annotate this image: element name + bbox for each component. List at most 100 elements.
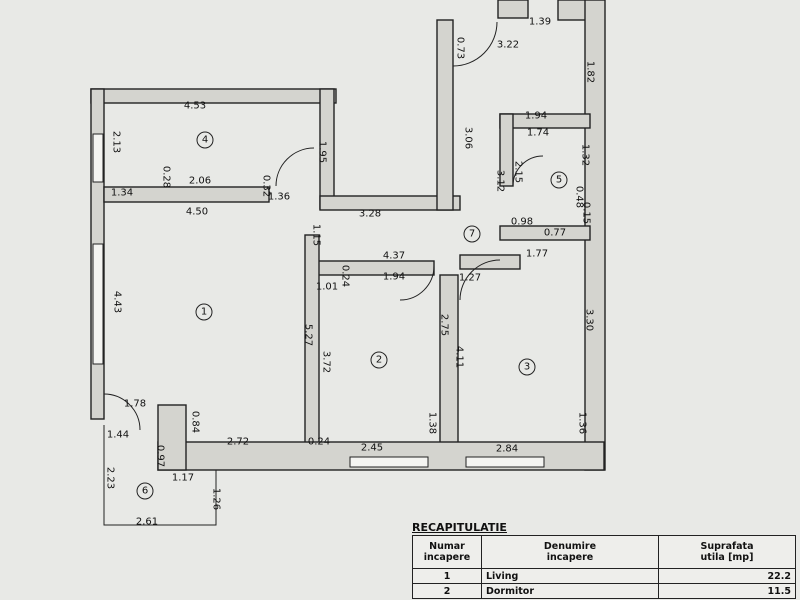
dimension-label: 0.24	[308, 437, 330, 448]
dimension-label: 1.38	[427, 412, 438, 434]
room-number-marker: 1	[195, 303, 213, 321]
door-swing	[512, 155, 544, 187]
balcony-outline	[103, 425, 217, 526]
dimension-label: 1.94	[383, 272, 405, 283]
room-circle	[196, 131, 214, 149]
recap-header-row: Numar incapere Denumire incapere Suprafa…	[412, 535, 796, 569]
row-number: 2	[412, 583, 482, 599]
balcony	[103, 425, 217, 526]
dimension-label: 3.28	[359, 209, 381, 220]
wall-segment	[103, 186, 270, 203]
dimension-label: 3.12	[495, 170, 506, 192]
room-circle	[463, 225, 481, 243]
dimension-label: 0.28	[161, 166, 172, 188]
dimension-label: 0.97	[155, 445, 166, 467]
dimension-label: 2.06	[189, 176, 211, 187]
dimension-label: 1.95	[317, 141, 328, 163]
room-number: 5	[556, 175, 562, 186]
room-number: 4	[202, 135, 208, 146]
dimension-label: 2.84	[496, 444, 518, 455]
dimension-label: 0.32	[261, 175, 272, 197]
door-swing	[459, 259, 501, 301]
dimension-label: 1.82	[585, 61, 596, 83]
dimension-label: 2.72	[227, 437, 249, 448]
dimension-label: 4.50	[186, 207, 208, 218]
header-area-line2: utila [mp]	[700, 552, 754, 563]
dimension-label: 0.24	[340, 265, 351, 287]
dimension-label: 1.26	[211, 488, 222, 510]
door-swing	[103, 393, 141, 431]
wall-segment	[319, 195, 461, 211]
header-number-line1: Numar	[429, 541, 465, 552]
dimension-label: 1.74	[527, 128, 549, 139]
header-number-line2: incapere	[423, 552, 471, 563]
dimension-label: 0.48	[574, 186, 585, 208]
dimension-label: 4.11	[454, 346, 465, 368]
dimension-label: 1.78	[124, 399, 146, 410]
room-circle	[370, 351, 388, 369]
recap-title: RECAPITULATIE	[412, 521, 507, 534]
room-number-marker: 4	[196, 131, 214, 149]
header-name-line1: Denumire	[543, 541, 597, 552]
recap-header-name: Denumire incapere	[481, 535, 659, 569]
dimension-label: 4.37	[383, 251, 405, 262]
table-row: 2 Dormitor 11.5	[412, 583, 796, 599]
dimension-label: 5.27	[303, 324, 314, 346]
dimension-label: 1.17	[172, 473, 194, 484]
dimension-label: 3.22	[497, 40, 519, 51]
room-number-marker: 2	[370, 351, 388, 369]
dimension-label: 1.44	[107, 430, 129, 441]
door-swing	[275, 147, 315, 187]
wall-segment	[499, 225, 591, 241]
dimension-label: 1.01	[316, 282, 338, 293]
wall-segment	[307, 260, 435, 276]
dimension-label: 0.15	[581, 202, 592, 224]
room-number-marker: 7	[463, 225, 481, 243]
room-markers: 1 2 3 4 5 6 7	[136, 131, 568, 500]
dimension-label: 3.30	[584, 309, 595, 331]
room-number: 7	[469, 229, 475, 240]
dimension-label: 1.36	[577, 412, 588, 434]
row-number: 1	[412, 568, 482, 584]
dimension-label: 2.23	[105, 467, 116, 489]
wall-segment	[459, 254, 521, 270]
row-name: Living	[481, 568, 659, 584]
room-number: 2	[376, 355, 382, 366]
room-circle	[136, 482, 154, 500]
windows	[92, 133, 545, 468]
recap-table: Numar incapere Denumire incapere Suprafa…	[412, 535, 796, 599]
dimension-label: 2.45	[361, 443, 383, 454]
dimension-label: 4.43	[112, 291, 123, 313]
dimension-label: 0.84	[190, 411, 201, 433]
dimension-label: 0.73	[455, 37, 466, 59]
room-number: 3	[524, 362, 530, 373]
header-area-line1: Suprafata	[700, 541, 754, 552]
table-row: 1 Living 22.2	[412, 568, 796, 584]
dimension-label: 2.15	[513, 161, 524, 183]
room-number-marker: 3	[518, 358, 536, 376]
wall-segment	[499, 113, 514, 187]
dimension-label: 2.13	[111, 131, 122, 153]
wall-segment	[90, 88, 337, 104]
dimension-label: 0.77	[544, 228, 566, 239]
doors	[103, 21, 544, 431]
window	[92, 133, 104, 183]
dimension-label: 1.77	[526, 249, 548, 260]
dimension-label: 1.32	[580, 144, 591, 166]
door-swing	[452, 21, 498, 67]
row-area: 22.2	[658, 568, 796, 584]
dimension-label: 1.34	[111, 188, 133, 199]
dimension-label: 1.39	[529, 17, 551, 28]
dimension-label: 2.61	[136, 517, 158, 528]
dimension-label: 3.72	[321, 351, 332, 373]
dimension-label: 1.27	[459, 273, 481, 284]
room-circle	[518, 358, 536, 376]
dimension-label: 1.15	[311, 224, 322, 246]
header-name-line2: incapere	[546, 552, 594, 563]
room-circle	[195, 303, 213, 321]
room-number: 1	[201, 307, 207, 318]
room-number-marker: 5	[550, 171, 568, 189]
room-number-marker: 6	[136, 482, 154, 500]
recap-panel: RECAPITULATIE Numar incapere Denumire in…	[412, 521, 796, 599]
